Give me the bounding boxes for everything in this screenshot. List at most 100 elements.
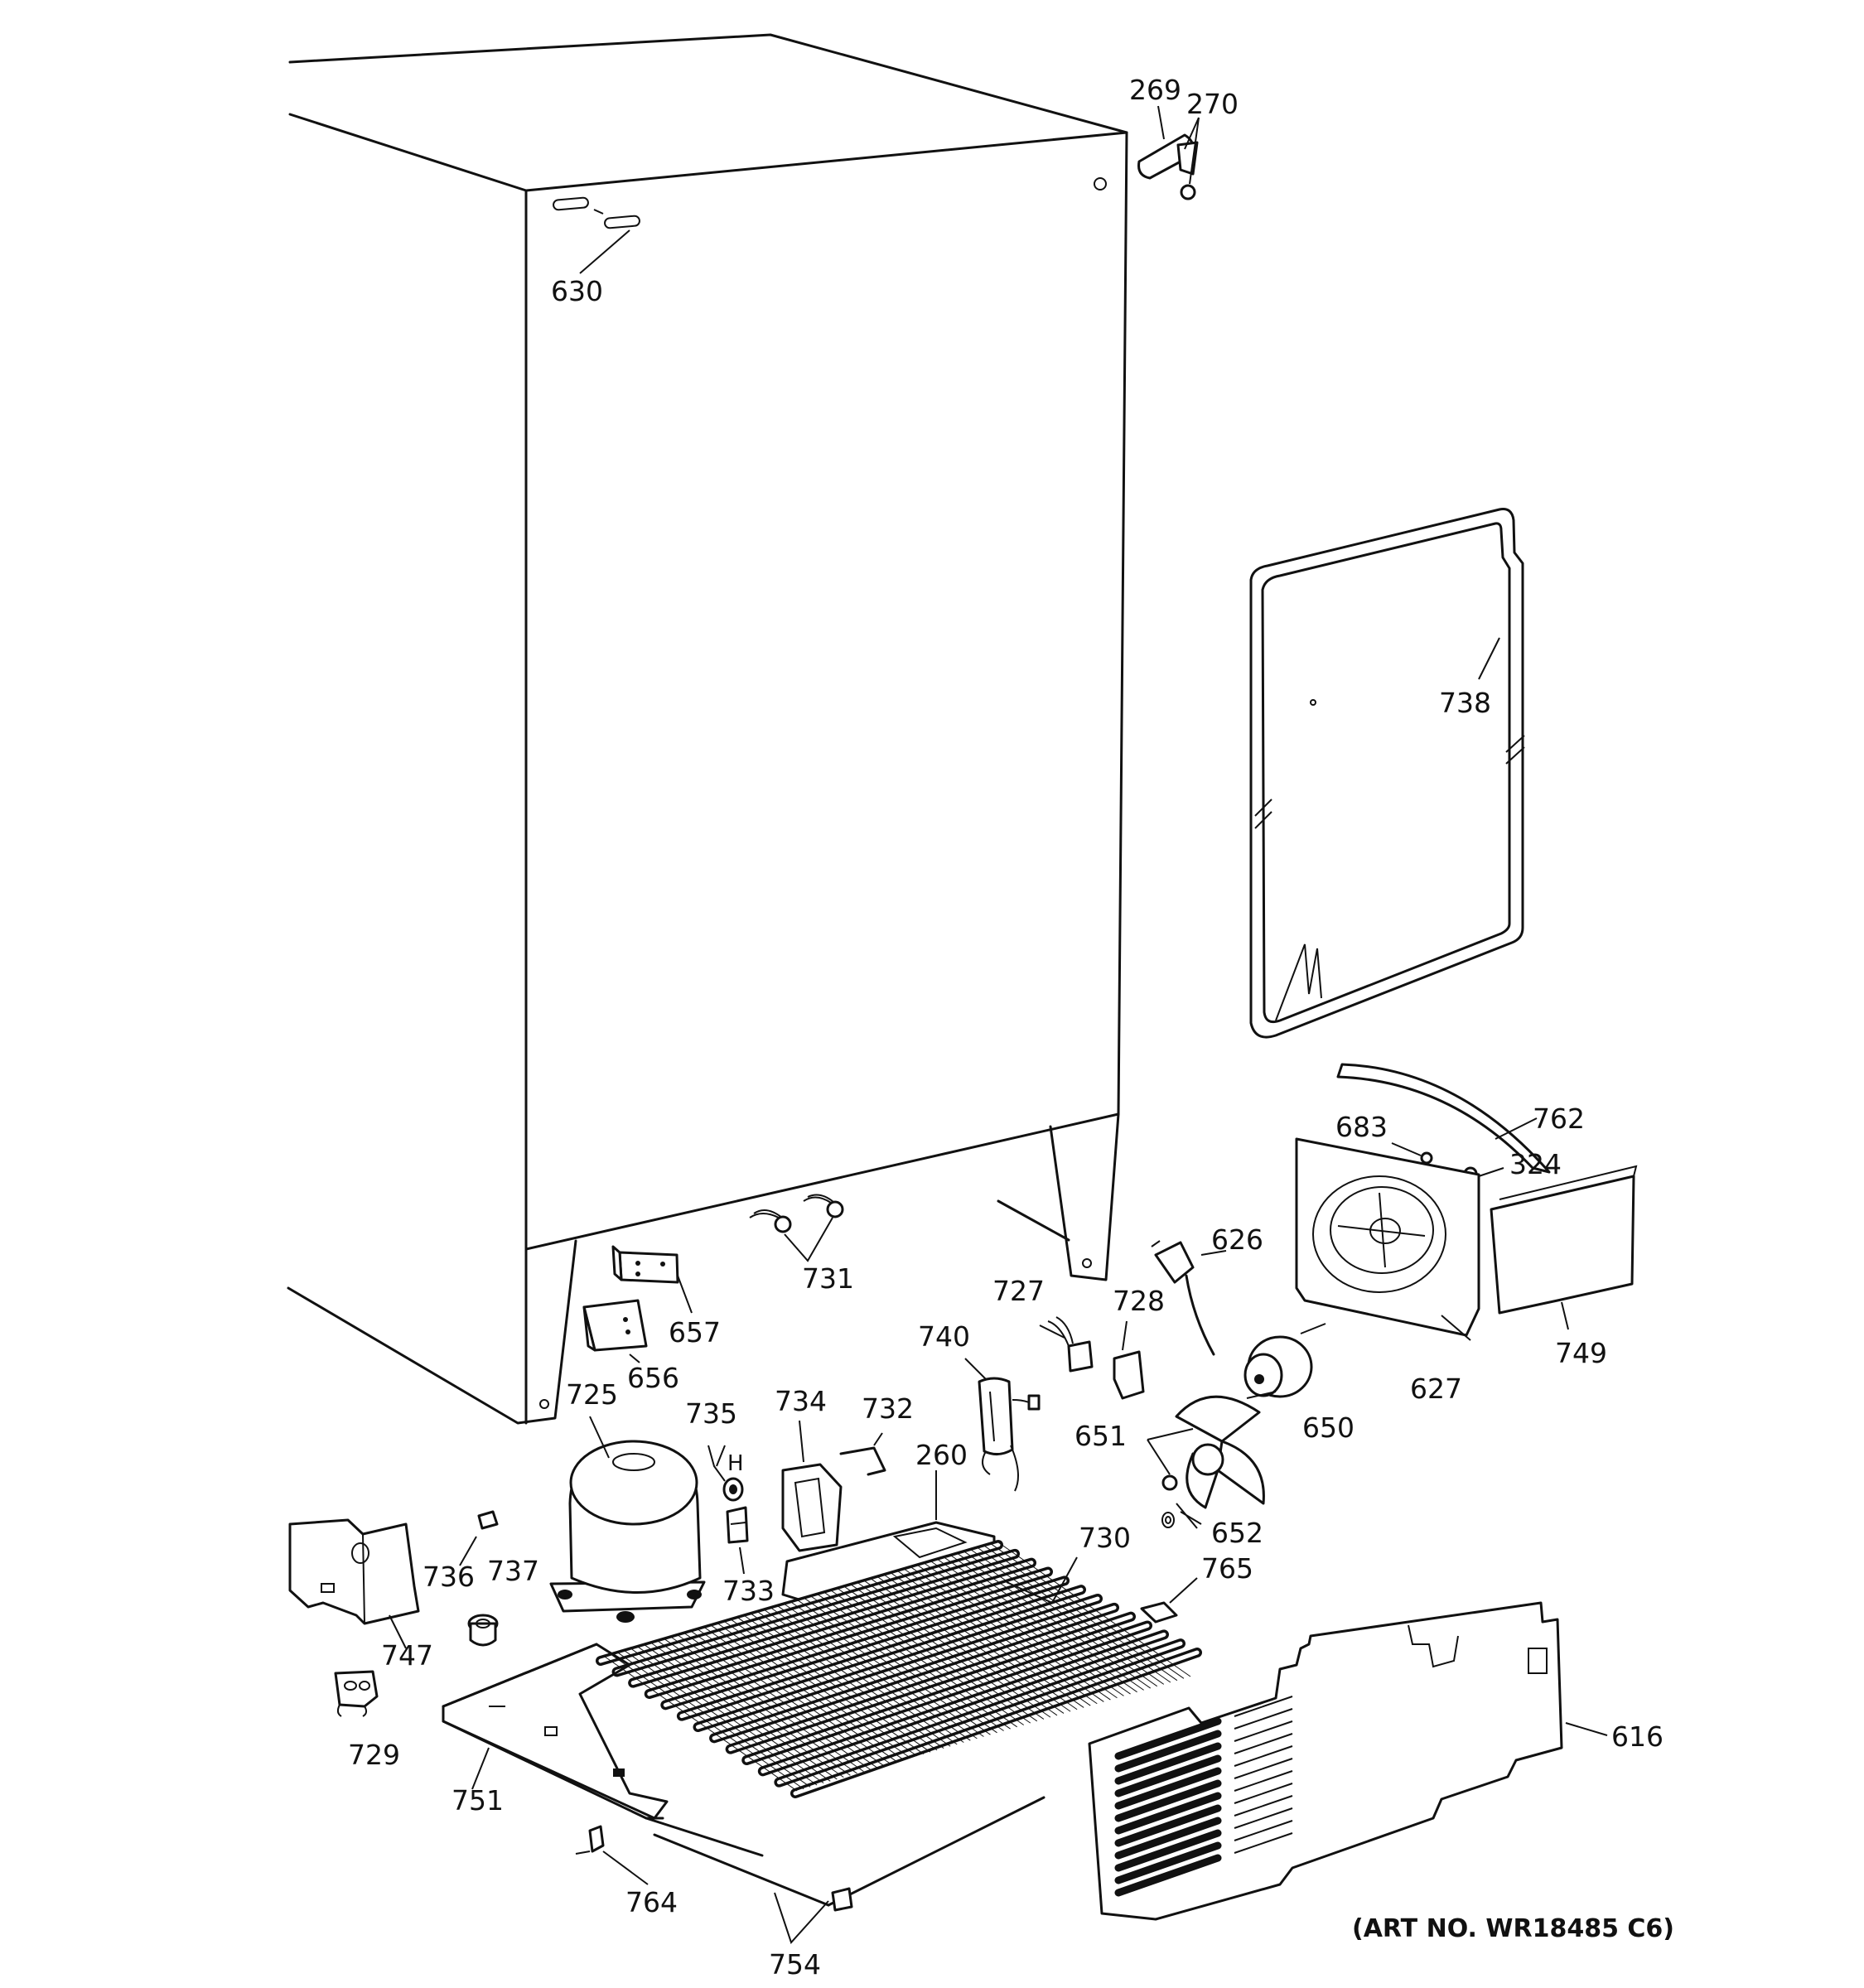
fan-bracket-627 (1295, 1137, 1480, 1341)
grille-line (1234, 1807, 1293, 1829)
coil-fin (884, 1575, 1078, 1711)
coil-fin (744, 1615, 938, 1751)
coil-fin (824, 1592, 1017, 1728)
label-725: 725 (566, 1378, 618, 1411)
coil-fin (851, 1585, 1045, 1720)
label-683: 683 (1335, 1111, 1388, 1143)
label-270: 270 (1186, 88, 1239, 120)
coil-fin (731, 1619, 925, 1754)
coil-fin (785, 1604, 978, 1740)
part-754 (774, 1887, 853, 1944)
coil-fin (897, 1571, 1091, 1706)
label-733: 733 (722, 1575, 775, 1607)
coil-fin (630, 1648, 824, 1784)
coil-fin (711, 1625, 905, 1760)
coil-fin (658, 1640, 851, 1776)
label-765: 765 (1201, 1552, 1253, 1585)
coil-fin (938, 1559, 1131, 1695)
coil-fin (944, 1557, 1137, 1693)
coil-fin (984, 1546, 1178, 1682)
hinge-part-269 (1137, 105, 1200, 200)
label-734: 734 (775, 1385, 827, 1417)
grille-slat (1114, 1804, 1222, 1847)
grille-slat (1114, 1792, 1222, 1835)
coil-fin (931, 1561, 1124, 1696)
coil-fin (751, 1614, 944, 1749)
coil-fin (951, 1555, 1144, 1691)
grille-line (1234, 1783, 1293, 1804)
label-728: 728 (1113, 1285, 1165, 1317)
bracket-656 (582, 1299, 648, 1363)
grille-line (1234, 1745, 1293, 1767)
label-747: 747 (381, 1639, 433, 1672)
svg-text:H: H (727, 1451, 744, 1476)
condenser-loop-738 (1249, 508, 1525, 1039)
grille-line (1234, 1832, 1293, 1854)
label-736: 736 (423, 1561, 475, 1593)
coil-fin (831, 1590, 1025, 1725)
label-652: 652 (1211, 1517, 1263, 1549)
coil-fin (891, 1573, 1084, 1708)
label-627: 627 (1410, 1373, 1462, 1405)
relay-733 (726, 1506, 749, 1575)
coil-fin (905, 1569, 1098, 1705)
label-727: 727 (992, 1275, 1045, 1307)
coil-fin (637, 1646, 831, 1782)
coil-tube-highlight (598, 1542, 1001, 1663)
grille-slat (1114, 1829, 1222, 1872)
coil-fin (737, 1617, 931, 1753)
label-651: 651 (1074, 1420, 1127, 1452)
label-616: 616 (1611, 1720, 1664, 1753)
coil-fin (724, 1621, 918, 1757)
cabinet (287, 33, 1128, 1425)
coil-fin (844, 1586, 1038, 1722)
coil-fin (877, 1576, 1071, 1712)
base-pan-751 (442, 1643, 1045, 1907)
power-cord-626 (1151, 1240, 1227, 1356)
grille-slat (1114, 1730, 1222, 1773)
grille-line (1234, 1733, 1293, 1754)
label-751: 751 (452, 1784, 504, 1817)
label-749: 749 (1555, 1337, 1607, 1369)
coil-fin (857, 1582, 1051, 1718)
label-735: 735 (685, 1397, 737, 1430)
label-731: 731 (802, 1262, 854, 1295)
coil-fin (925, 1563, 1118, 1699)
capacitor-729 (334, 1670, 379, 1717)
label-740: 740 (918, 1320, 970, 1353)
part-735: H (707, 1445, 744, 1502)
grille-slat (1114, 1742, 1222, 1785)
coil-tube-highlight (647, 1570, 1050, 1696)
coil-tube-highlight (696, 1596, 1100, 1730)
grille-slats (1114, 1696, 1293, 1897)
coil-fin (770, 1608, 964, 1743)
coil-fin (838, 1588, 1031, 1724)
coil-fin (704, 1627, 898, 1763)
grille-line (1234, 1770, 1293, 1792)
fan-motor-650 (1243, 1335, 1313, 1398)
label-737: 737 (487, 1555, 539, 1587)
part-736 (459, 1510, 499, 1566)
coil-fin (671, 1637, 864, 1773)
grille-line (1234, 1720, 1293, 1742)
label-738: 738 (1439, 687, 1491, 719)
label-269: 269 (1129, 74, 1181, 106)
label-630: 630 (551, 275, 603, 307)
grille-slat (1114, 1754, 1222, 1797)
part-728 (1113, 1320, 1145, 1400)
grille-line (1234, 1758, 1293, 1779)
coil-tube-highlight (679, 1587, 1084, 1719)
coil-fin (864, 1580, 1058, 1716)
grille-line (1234, 1696, 1293, 1717)
coil-fin (617, 1652, 811, 1788)
grille-slat (1114, 1767, 1222, 1810)
coil-fin (651, 1643, 844, 1778)
label-730: 730 (1079, 1522, 1131, 1554)
grille-line (1234, 1795, 1293, 1817)
leader-lines (579, 229, 1326, 1525)
bracket-657 (611, 1245, 693, 1314)
coil-label-leader-730 (1006, 1556, 1078, 1604)
coil-fin (997, 1542, 1191, 1677)
